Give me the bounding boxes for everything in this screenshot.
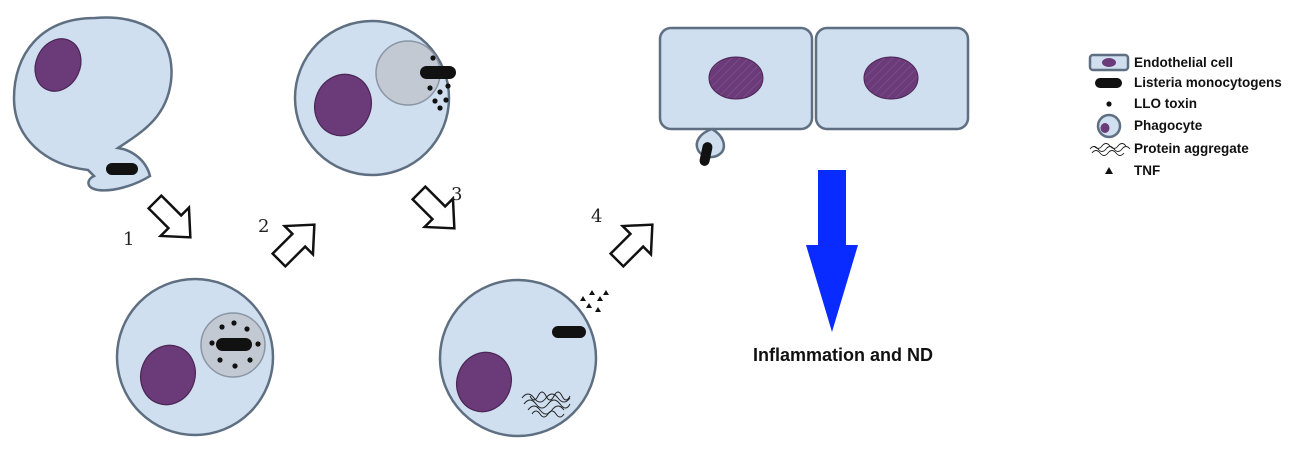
endothelial-cells <box>658 26 970 166</box>
legend-label-aggregate: Protein aggregate <box>1134 141 1249 156</box>
phagocyte-tnf-aggregate <box>438 278 609 438</box>
step-3-label: 3 <box>451 184 462 205</box>
legend-label-llo: LLO toxin <box>1134 96 1197 111</box>
arrow-step-1 <box>146 193 192 239</box>
legend-label-phagocyte: Phagocyte <box>1134 118 1203 133</box>
triangle-icon <box>1105 167 1113 174</box>
step-4-label: 4 <box>591 206 602 227</box>
legend-label-endothelial: Endothelial cell <box>1134 55 1233 70</box>
dot-icon <box>1106 101 1112 107</box>
result-arrow <box>806 170 858 332</box>
phagocyte-icon <box>1096 113 1122 139</box>
arrow-step-3 <box>410 184 456 230</box>
step-1-label: 1 <box>123 229 134 250</box>
aggregate-icon <box>1089 143 1131 156</box>
arrow-step-4 <box>608 223 654 269</box>
phagocyte-vacuole <box>115 277 275 437</box>
endothelial-cell-icon <box>1088 53 1130 72</box>
arrow-step-2 <box>270 223 316 269</box>
legend-label-listeria: Listeria monocytogens <box>1134 75 1282 90</box>
legend-label-tnf: TNF <box>1134 163 1160 178</box>
result-label: Inflammation and ND <box>753 345 933 365</box>
protein-aggregate <box>521 391 571 418</box>
phagocyte-engulfing <box>12 16 173 192</box>
step-2-label: 2 <box>258 216 269 237</box>
bacterium-icon <box>1095 78 1122 88</box>
legend: Endothelial cell Listeria monocytogens L… <box>1088 53 1282 178</box>
phagocyte-vacuole-escape <box>293 19 456 177</box>
bacterium <box>106 163 138 175</box>
tnf-triangles <box>580 290 609 312</box>
